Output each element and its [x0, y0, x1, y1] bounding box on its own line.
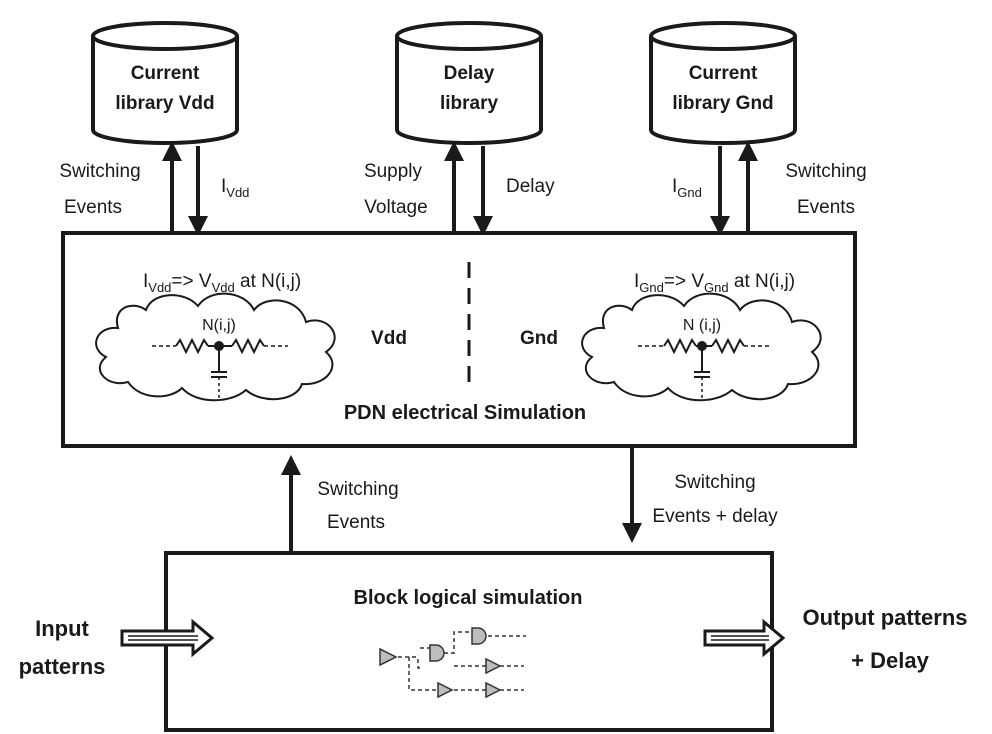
- gnd-switching-label-line2: Events: [797, 197, 855, 218]
- pdn-title: PDN electrical Simulation: [344, 402, 586, 424]
- gnd-switching-label-line1: Switching: [785, 161, 866, 182]
- vdd-grid-cloud: N(i,j): [95, 292, 336, 402]
- delay-library-label-line2: library: [440, 93, 499, 114]
- gnd-node-label: N (i,j): [683, 317, 721, 334]
- input-patterns-label-line1: Input: [35, 616, 89, 641]
- vdd-formula: IVdd=> VVdd at N(i,j): [143, 271, 301, 295]
- output-hollow-arrow: [703, 618, 786, 658]
- vdd-node-label: N(i,j): [202, 317, 236, 334]
- delay-library-label-line1: Delay: [444, 63, 495, 84]
- gnd-current-label: IGnd: [672, 176, 702, 200]
- vdd-switching-label-line2: Events: [64, 197, 122, 218]
- block-title: Block logical simulation: [354, 587, 583, 609]
- to-pdn-label-line2: Events: [327, 512, 385, 533]
- gnd-formula: IGnd=> VGnd at N(i,j): [634, 271, 795, 295]
- gnd-domain-label: Gnd: [520, 328, 558, 349]
- logic-gate-schematic: [379, 627, 526, 699]
- library-vdd-label-line2: library Vdd: [115, 93, 214, 114]
- output-patterns-label-line2: + Delay: [851, 648, 929, 673]
- block-logical-simulation-box: Block logical simulation: [164, 551, 774, 732]
- vdd-current-label: IVdd: [221, 176, 249, 200]
- supply-voltage-label-line2: Voltage: [364, 197, 427, 218]
- from-pdn-label-line2: Events + delay: [652, 506, 778, 527]
- input-patterns-label-line2: patterns: [19, 654, 106, 679]
- vdd-switching-label-line1: Switching: [59, 161, 140, 182]
- to-pdn-label-line1: Switching: [317, 479, 398, 500]
- gnd-grid-cloud: N (i,j): [581, 292, 822, 402]
- supply-voltage-label-line1: Supply: [364, 161, 423, 182]
- library-vdd-label-line1: Current: [131, 63, 200, 84]
- library-gnd-label-line2: library Gnd: [672, 93, 773, 114]
- pdn-simulation-box: IVdd=> VVdd at N(i,j) IGnd=> VGnd at N(i…: [61, 231, 857, 448]
- input-hollow-arrow: [120, 618, 215, 658]
- output-patterns-label-line1: Output patterns: [803, 605, 968, 630]
- current-library-vdd-cylinder: Current library Vdd: [91, 21, 239, 145]
- delay-library-cylinder: Delay library: [395, 21, 543, 145]
- delay-arrow-label: Delay: [506, 176, 555, 197]
- from-pdn-label-line1: Switching: [674, 472, 755, 493]
- current-library-gnd-cylinder: Current library Gnd: [649, 21, 797, 145]
- library-gnd-label-line1: Current: [689, 63, 758, 84]
- vdd-domain-label: Vdd: [371, 328, 407, 349]
